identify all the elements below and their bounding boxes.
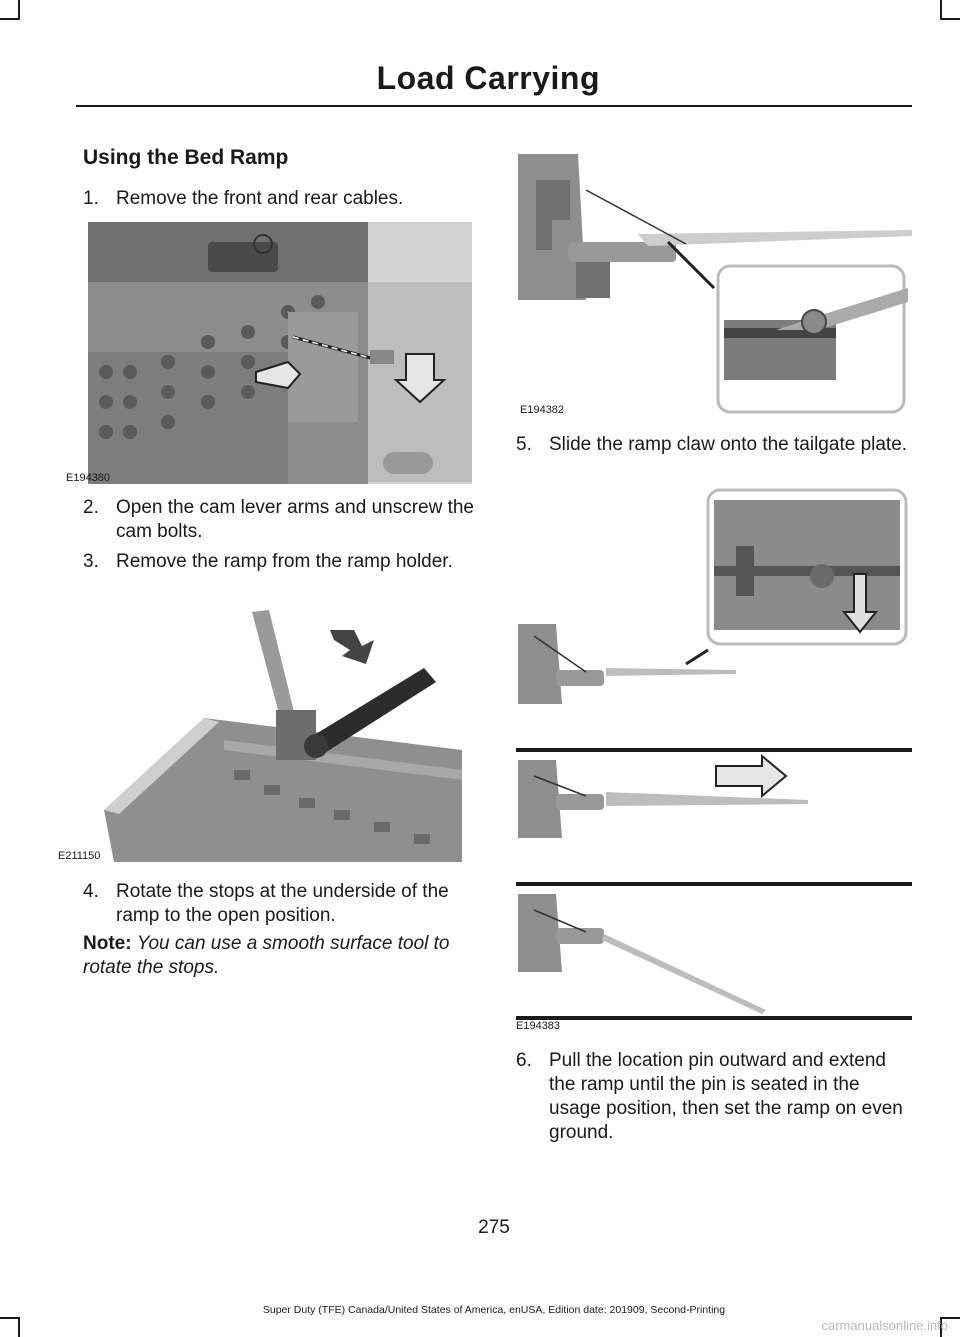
step-text: Open the cam lever arms and unscrew the …	[116, 497, 475, 542]
section-heading: Using the Bed Ramp	[83, 146, 289, 169]
figure-code: E194380	[66, 472, 111, 484]
step-text: Slide the ramp claw onto the tailgate pl…	[549, 434, 908, 455]
step-5: 5. Slide the ramp claw onto the tailgate…	[516, 433, 912, 457]
step-text: Remove the ramp from the ramp holder.	[116, 551, 453, 572]
figure-code: E194382	[520, 404, 565, 416]
step-text: Pull the location pin outward and extend…	[549, 1050, 903, 1143]
note-text: You can use a smooth surface tool to rot…	[83, 933, 450, 978]
figure-code: E211150	[58, 850, 101, 862]
step-text: Rotate the stops at the underside of the…	[116, 881, 449, 926]
step-1: 1. Remove the front and rear cables.	[83, 187, 483, 211]
page-header-title: Load Carrying	[376, 60, 600, 96]
step-number: 5.	[516, 434, 532, 455]
crop-mark	[940, 1317, 942, 1337]
figure-code: E194383	[516, 1020, 561, 1032]
step-3: 3. Remove the ramp from the ramp holder.	[83, 550, 483, 574]
page-number: 275	[478, 1217, 510, 1238]
figure-cable-removal	[88, 222, 472, 484]
crop-mark	[940, 0, 942, 20]
step-number: 3.	[83, 551, 99, 572]
step-number: 6.	[516, 1050, 532, 1071]
crop-mark	[0, 18, 20, 20]
crop-mark	[0, 1317, 20, 1319]
note-label: Note:	[83, 933, 132, 954]
crop-mark	[940, 1317, 960, 1319]
crop-mark	[18, 0, 20, 20]
step-number: 4.	[83, 881, 99, 902]
edition-line: Super Duty (TFE) Canada/United States of…	[262, 1304, 726, 1316]
step-4: 4. Rotate the stops at the underside of …	[83, 880, 483, 928]
step-number: 2.	[83, 497, 99, 518]
figure-e194383: E194383	[516, 486, 912, 1032]
step-6: 6. Pull the location pin outward and ext…	[516, 1049, 912, 1145]
step-text: Remove the front and rear cables.	[116, 188, 404, 209]
figure-e194380: E194380	[66, 222, 472, 484]
figure-ramp-claw	[518, 154, 912, 414]
figure-ramp-holder	[104, 610, 462, 862]
crop-mark	[940, 18, 960, 20]
header-rule	[76, 105, 912, 107]
step-number: 1.	[83, 188, 99, 209]
figure-e194382: E194382	[518, 150, 912, 416]
note: Note: You can use a smooth surface tool …	[83, 932, 473, 980]
crop-mark	[18, 1317, 20, 1337]
watermark: carmanualsonline.info	[821, 1318, 948, 1333]
step-2: 2. Open the cam lever arms and unscrew t…	[83, 496, 483, 544]
figure-e211150: E211150	[58, 600, 462, 862]
figure-extend-ramp	[516, 488, 912, 1020]
